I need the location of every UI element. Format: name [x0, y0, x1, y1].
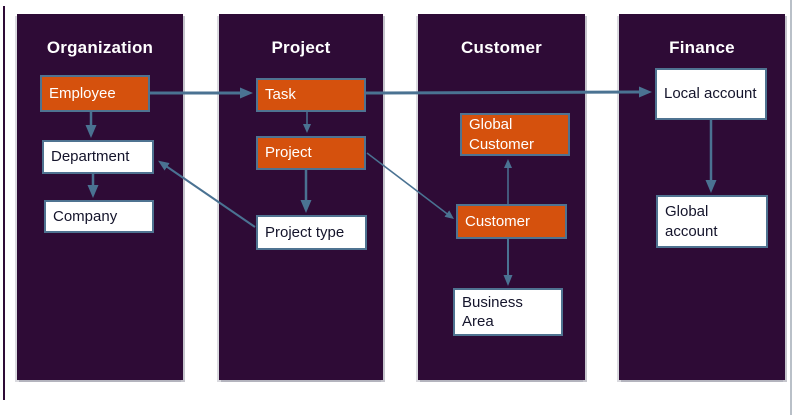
node-global-account[interactable]: Global account — [656, 195, 768, 248]
node-company[interactable]: Company — [44, 200, 154, 233]
panel-title-customer: Customer — [461, 38, 542, 57]
panel-title-organization: Organization — [46, 38, 154, 57]
panel-title-finance: Finance — [669, 38, 735, 57]
node-project[interactable]: Project — [256, 136, 366, 170]
node-task[interactable]: Task — [256, 78, 366, 112]
node-local-account[interactable]: Local account — [655, 68, 767, 120]
panel-organization: Organization — [17, 14, 183, 380]
right-border-line — [790, 0, 792, 415]
panel-project: Project — [219, 14, 383, 380]
node-business-area[interactable]: Business Area — [453, 288, 563, 336]
panel-title-project: Project — [271, 38, 331, 57]
left-border-line — [3, 6, 5, 400]
node-employee[interactable]: Employee — [40, 75, 150, 112]
node-project-type[interactable]: Project type — [256, 215, 367, 250]
node-customer[interactable]: Customer — [456, 204, 567, 239]
node-department[interactable]: Department — [42, 140, 154, 174]
node-global-customer[interactable]: Global Customer — [460, 113, 570, 156]
